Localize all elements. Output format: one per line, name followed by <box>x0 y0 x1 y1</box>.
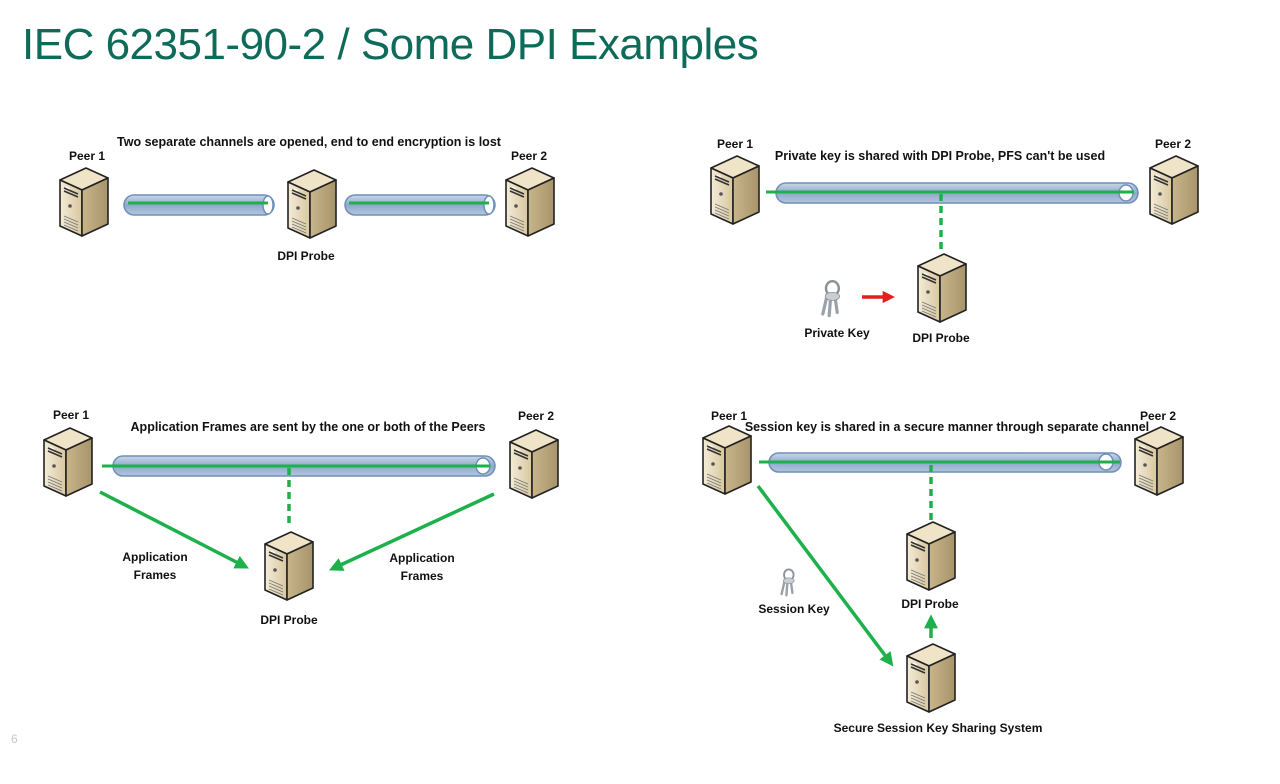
peer1-server-icon <box>702 425 752 495</box>
private-key-label: Private Key <box>804 326 870 340</box>
session-key-arrow <box>756 484 894 667</box>
peer2-label: Peer 2 <box>1140 409 1176 423</box>
peer1-server-icon <box>59 167 109 237</box>
diagram-separate-channels: Two separate channels are opened, end to… <box>59 135 555 263</box>
diagram-session-key-sharing: Peer 1 Peer 2 Session key is shared in a… <box>702 409 1184 735</box>
dpi-probe-server-icon <box>906 521 956 591</box>
peer2-label: Peer 2 <box>1155 137 1191 151</box>
encrypted-channel-tube <box>766 182 1139 204</box>
peer1-server-icon <box>710 155 760 225</box>
caption-private-key-shared: Private key is shared with DPI Probe, PF… <box>775 149 1105 163</box>
diagram-private-key-shared: Peer 1 Peer 2 Private key is shared with… <box>710 137 1199 345</box>
peer1-label: Peer 1 <box>53 408 89 422</box>
session-key-icon <box>780 568 796 597</box>
slide-title: IEC 62351-90-2 / Some DPI Examples <box>22 20 759 69</box>
right-frames-label-line1: Application <box>389 551 454 565</box>
channel-tube-left <box>123 194 275 216</box>
left-frames-label-line1: Application <box>122 550 187 564</box>
dpi-probe-label: DPI Probe <box>901 597 959 611</box>
page-number: 6 <box>11 732 18 746</box>
peer1-label: Peer 1 <box>69 149 105 163</box>
encrypted-channel-tube <box>102 455 496 477</box>
peer2-server-icon <box>509 429 559 499</box>
right-frames-label-line2: Frames <box>401 569 444 583</box>
key-sharing-system-label: Secure Session Key Sharing System <box>834 721 1043 735</box>
peer1-label: Peer 1 <box>717 137 753 151</box>
channel-tube-right <box>344 194 496 216</box>
caption-application-frames: Application Frames are sent by the one o… <box>131 420 486 434</box>
key-sharing-system-server-icon <box>906 643 956 713</box>
caption-separate-channels: Two separate channels are opened, end to… <box>117 135 502 149</box>
peer1-server-icon <box>43 427 93 497</box>
peer2-server-icon <box>505 167 555 237</box>
dpi-probe-label: DPI Probe <box>260 613 318 627</box>
dpi-probe-server-icon <box>264 531 314 601</box>
peer2-server-icon <box>1134 426 1184 496</box>
peer1-frames-arrow <box>99 490 249 569</box>
peer2-label: Peer 2 <box>518 409 554 423</box>
left-frames-label-line2: Frames <box>134 568 177 582</box>
session-key-label: Session Key <box>758 602 830 616</box>
dpi-probe-label: DPI Probe <box>277 249 335 263</box>
dpi-probe-server-icon <box>287 169 337 239</box>
peer2-frames-arrow <box>328 492 495 571</box>
peer2-server-icon <box>1149 155 1199 225</box>
dpi-probe-server-icon <box>917 253 967 323</box>
diagram-application-frames: Peer 1 Peer 2 Application Frames are sen… <box>43 408 559 627</box>
encrypted-channel-tube <box>759 452 1122 473</box>
dpi-probe-label: DPI Probe <box>912 331 970 345</box>
caption-session-key-sharing: Session key is shared in a secure manner… <box>745 420 1149 434</box>
private-key-icon <box>820 279 842 318</box>
peer2-label: Peer 2 <box>511 149 547 163</box>
peer1-label: Peer 1 <box>711 409 747 423</box>
